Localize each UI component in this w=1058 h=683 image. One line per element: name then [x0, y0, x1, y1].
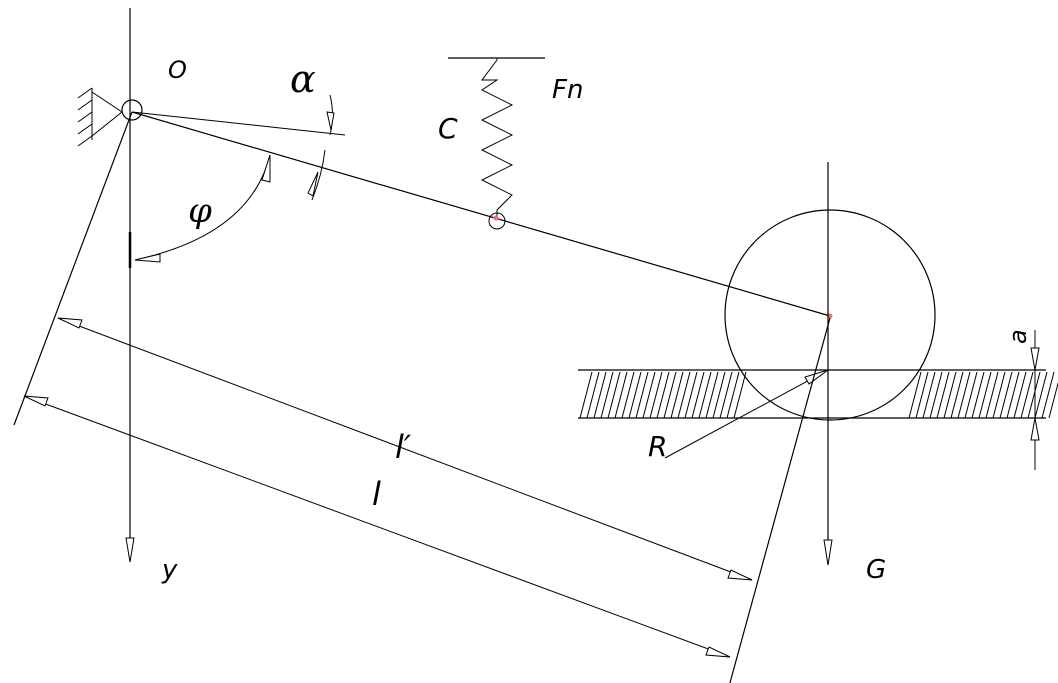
wheel: [724, 209, 936, 421]
radius-label: R: [648, 430, 667, 463]
ground-hatch-line: [950, 371, 964, 419]
length-label: l: [372, 475, 381, 513]
ground-hatch-line: [964, 371, 978, 419]
ground-hatch-line: [642, 371, 656, 419]
ground-hatch-line: [971, 371, 985, 419]
ground-hatch-line: [1013, 371, 1027, 419]
ground-hatch-line: [929, 371, 943, 419]
weight-label: G: [866, 555, 886, 585]
ground-hatch-line: [670, 371, 684, 419]
ground-hatch-line: [943, 371, 957, 419]
ground-hatch-line: [915, 371, 929, 419]
ground-hatch-line: [698, 371, 712, 419]
radius-line: [664, 369, 829, 459]
offset-dimension: [1030, 330, 1040, 470]
alpha-reference-line: [131, 111, 346, 136]
ground-hatch-line: [649, 371, 663, 419]
lever-arm: [131, 111, 831, 317]
ground-hatch-line: [705, 371, 719, 419]
ground-hatch-line: [691, 371, 705, 419]
ground-hatch-line: [621, 371, 635, 419]
spring-stiffness-label: C: [438, 112, 458, 145]
ground-hatch-line: [628, 371, 642, 419]
offset-label: a: [1004, 329, 1032, 344]
ground-hatch-line: [593, 371, 607, 419]
y-axis-label: y: [161, 555, 178, 585]
ground-hatch-line: [677, 371, 691, 419]
ground-hatch-line: [586, 371, 600, 419]
ground-hatch-line: [719, 371, 733, 419]
ground-hatch-line: [936, 371, 950, 419]
ground-hatch-line: [600, 371, 614, 419]
ground-hatch-line: [607, 371, 621, 419]
arm-lower-line: [13, 111, 133, 426]
ground-hatch-line: [1041, 371, 1055, 419]
spring-force-label: Fn: [552, 75, 583, 105]
ground-hatch-line: [1027, 371, 1041, 419]
ground-hatch-line: [992, 371, 1006, 419]
ground-hatch-line: [985, 371, 999, 419]
ground-hatch-line: [999, 371, 1013, 419]
ground-hatch-line: [733, 371, 747, 419]
wheel-dim-line: [729, 317, 831, 683]
spring-element: [448, 57, 545, 230]
ground-hatch-line: [614, 371, 628, 419]
l-prime-dimension: [57, 317, 753, 581]
alpha-label: α: [290, 57, 316, 101]
ground-hatch-line: [579, 371, 593, 419]
ground-hatch-line: [1034, 371, 1048, 419]
ground-surface: [578, 369, 1058, 419]
weight-vector: [823, 162, 833, 566]
ground-hatch-line: [656, 371, 670, 419]
ground-hatch-line: [684, 371, 698, 419]
ground-hatch-line: [663, 371, 677, 419]
pivot-joint: [121, 99, 143, 121]
ground-hatch-line: [1020, 371, 1034, 419]
length-prime-label: l′: [395, 428, 412, 466]
ground-hatch-line: [957, 371, 971, 419]
ground-hatch-line: [1006, 371, 1020, 419]
ground-hatch-line: [978, 371, 992, 419]
fixed-support: [77, 87, 123, 147]
ground-hatch-line: [635, 371, 649, 419]
ground-hatch-line: [922, 371, 936, 419]
ground-hatch-line: [908, 371, 922, 419]
l-dimension: [23, 395, 731, 658]
ground-hatch-line: [726, 371, 740, 419]
pivot-label: O: [168, 56, 187, 84]
ground-hatch-line: [712, 371, 726, 419]
alpha-angle-marker: [307, 94, 335, 201]
y-axis: [125, 8, 135, 563]
phi-label: φ: [188, 191, 212, 231]
phi-angle-arc: [128, 154, 271, 268]
ground-hatch-line: [1048, 381, 1058, 419]
